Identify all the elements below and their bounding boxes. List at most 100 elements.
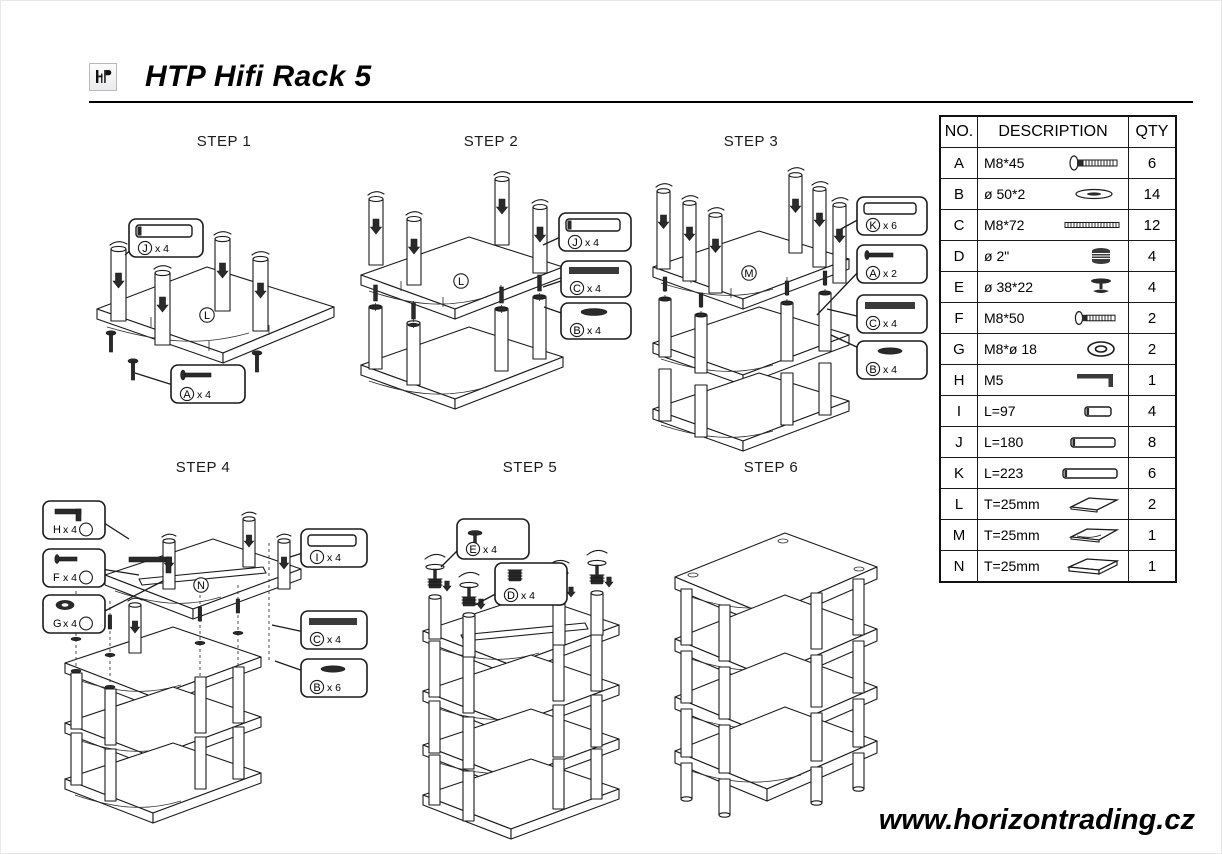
part-qty: 14 bbox=[1128, 178, 1177, 210]
part-no: B bbox=[939, 178, 978, 210]
part-description-cell: ø 38*22 bbox=[977, 271, 1129, 303]
part-description-cell: ø 50*2 bbox=[977, 178, 1129, 210]
table-row: C M8*72 12 bbox=[939, 209, 1177, 241]
part-description-cell: M8*ø 18 bbox=[977, 333, 1129, 365]
table-row: H M5 1 bbox=[939, 364, 1177, 396]
shelf-letter-text: L bbox=[458, 276, 464, 288]
step-6-diagram bbox=[661, 511, 901, 818]
part-description: L=180 bbox=[984, 434, 1024, 450]
callout-C: C x 4 bbox=[271, 610, 368, 650]
allen-key-in-scene bbox=[128, 556, 172, 574]
callout-B: B x 4 bbox=[830, 334, 928, 380]
allen-key-icon bbox=[1071, 371, 1121, 389]
callout-qty: x 4 bbox=[63, 572, 77, 584]
part-no: F bbox=[939, 302, 978, 334]
part-description-cell: T=25mm bbox=[977, 550, 1129, 583]
lower-shelves bbox=[64, 626, 262, 824]
callout-part-letter: J bbox=[142, 243, 148, 255]
part-description-cell: M8*50 bbox=[977, 302, 1129, 334]
callout-I: I x 4 bbox=[289, 528, 368, 568]
callout-qty: x 4 bbox=[587, 325, 601, 337]
table-row: M T=25mm 1 bbox=[939, 519, 1177, 551]
top-tubes-K bbox=[655, 167, 849, 294]
table-row: L T=25mm 2 bbox=[939, 488, 1177, 520]
shelf-thick-icon bbox=[1065, 556, 1121, 576]
shelf-letter-text: L bbox=[204, 310, 210, 322]
step-1-diagram: L J x 4 bbox=[89, 157, 359, 407]
shelf-label-N: N bbox=[193, 577, 209, 593]
step-2-title: STEP 2 bbox=[463, 133, 519, 150]
callout-part-letter: B bbox=[573, 325, 580, 337]
callout-qty: x 4 bbox=[327, 634, 341, 646]
part-qty: 1 bbox=[1128, 364, 1177, 396]
part-description: M8*72 bbox=[984, 217, 1025, 233]
callout-part-letter: A bbox=[869, 268, 877, 280]
table-row: B ø 50*2 14 bbox=[939, 178, 1177, 210]
part-description: L=223 bbox=[984, 465, 1024, 481]
washer-flat-icon bbox=[1067, 186, 1121, 202]
callout-qty: x 4 bbox=[63, 524, 77, 536]
part-description-cell: L=97 bbox=[977, 395, 1129, 427]
rack-stack bbox=[422, 594, 620, 840]
callout-H: H x 4 bbox=[42, 500, 130, 540]
connectors bbox=[659, 270, 831, 318]
callout-part-letter: C bbox=[313, 634, 321, 646]
callout-part-letter: J bbox=[572, 237, 578, 249]
finished-rack bbox=[674, 532, 878, 818]
lower-legs bbox=[70, 666, 245, 802]
part-qty: 4 bbox=[1128, 271, 1177, 303]
part-description-cell: M5 bbox=[977, 364, 1129, 396]
callout-qty: x 4 bbox=[883, 318, 897, 330]
part-description: T=25mm bbox=[984, 558, 1040, 574]
parts-table: NO. DESCRIPTION QTY A M8*45 bbox=[939, 115, 1177, 583]
part-qty: 1 bbox=[1128, 519, 1177, 551]
step-1-title: STEP 1 bbox=[196, 133, 252, 150]
part-qty: 12 bbox=[1128, 209, 1177, 241]
part-description-cell: L=180 bbox=[977, 426, 1129, 458]
callout-qty: x 2 bbox=[883, 268, 897, 280]
part-qty: 2 bbox=[1128, 333, 1177, 365]
table-row: F M8*50 2 bbox=[939, 302, 1177, 334]
part-description: M8*ø 18 bbox=[984, 341, 1037, 357]
bolt-long-icon bbox=[1067, 155, 1121, 171]
hp-logo-icon bbox=[89, 63, 117, 91]
table-row: G M8*ø 18 2 bbox=[939, 333, 1177, 365]
part-qty: 2 bbox=[1128, 488, 1177, 520]
part-no: M bbox=[939, 519, 978, 551]
callout-qty: x 4 bbox=[585, 237, 599, 249]
header-description: DESCRIPTION bbox=[977, 115, 1129, 148]
part-qty: 4 bbox=[1128, 240, 1177, 272]
callout-A: A x 4 bbox=[134, 364, 246, 404]
shelf-plain-icon bbox=[1067, 494, 1121, 514]
tubes-I bbox=[127, 511, 292, 654]
website-url: www.horizontrading.cz bbox=[878, 804, 1195, 836]
callout-qty: x 4 bbox=[483, 544, 497, 556]
table-row: D ø 2" 4 bbox=[939, 240, 1177, 272]
part-description: M8*50 bbox=[984, 310, 1025, 326]
part-description: M8*45 bbox=[984, 155, 1025, 171]
header-divider bbox=[89, 101, 1193, 103]
shelf-curved-icon bbox=[1067, 525, 1121, 545]
shelf-label-L: L bbox=[453, 273, 469, 289]
callout-B: B x 4 bbox=[543, 302, 632, 340]
shelf-letter-text: M bbox=[744, 268, 753, 280]
callout-J: J x 4 bbox=[542, 212, 632, 252]
part-description: M5 bbox=[984, 372, 1004, 388]
callout-E: E x 4 bbox=[440, 518, 530, 568]
part-no: E bbox=[939, 271, 978, 303]
shelf-letter-text: N bbox=[197, 580, 205, 592]
callout-part-letter: K bbox=[869, 220, 877, 232]
threaded-rod-icon bbox=[1063, 217, 1121, 233]
callout-D: D x 4 bbox=[474, 562, 568, 606]
table-row: N T=25mm 1 bbox=[939, 550, 1177, 583]
callout-part-letter: F bbox=[53, 572, 60, 584]
part-no: L bbox=[939, 488, 978, 520]
callout-part-letter: E bbox=[469, 544, 476, 556]
callout-part-letter: C bbox=[869, 318, 877, 330]
callout-B: B x 6 bbox=[274, 658, 368, 698]
stacked-cap-icon bbox=[1081, 247, 1121, 265]
part-no: H bbox=[939, 364, 978, 396]
tube-long-icon bbox=[1059, 465, 1121, 481]
part-no: N bbox=[939, 550, 978, 583]
